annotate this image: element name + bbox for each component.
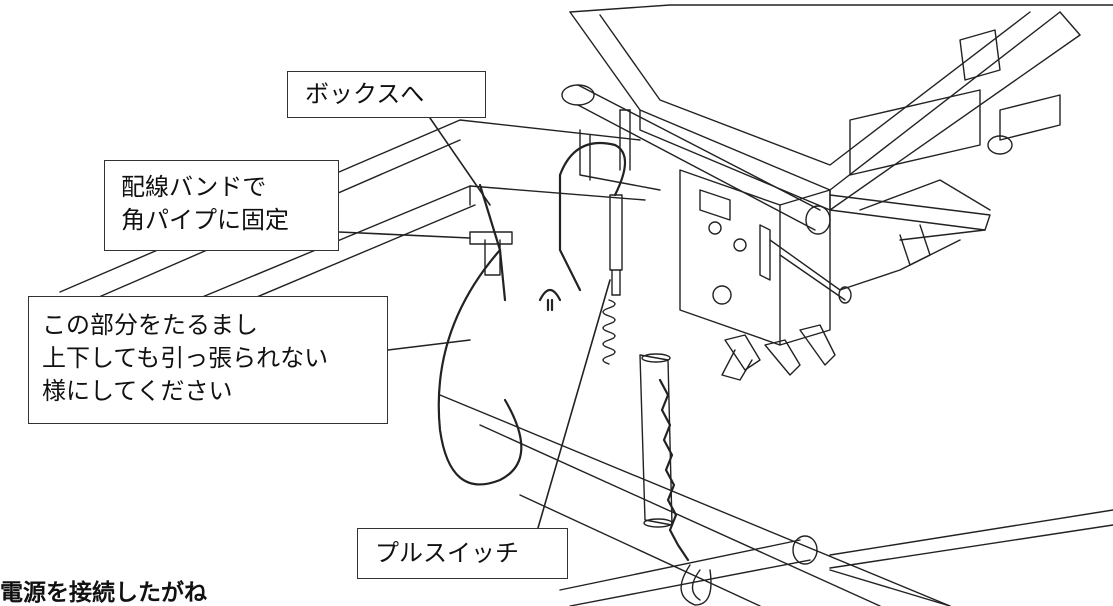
slack-instruction-label: この部分をたるまし 上下しても引っ張られない 様にしてください (28, 296, 388, 424)
slack-text-line2: 上下しても引っ張られない (42, 344, 329, 372)
side-arm (769, 179, 991, 304)
cable-band (469, 231, 513, 276)
cable-band-text-line1: 配線バンドで (121, 173, 267, 201)
cable-band-text-line2: 角パイプに固定 (121, 206, 289, 234)
lower-frame-rails (439, 394, 1113, 606)
spinner-unit (679, 169, 831, 346)
upper-tube (561, 84, 831, 235)
cable-band-label: 配線バンドで 角パイプに固定 (104, 160, 339, 251)
cable (437, 141, 627, 486)
chain (658, 378, 690, 562)
pull-switch-label: プルスイッチ (357, 528, 568, 579)
slack-text-line1: この部分をたるまし (42, 311, 258, 339)
to-box-label: ボックスへ (287, 71, 486, 118)
bottom-caption: 電源を接続したがね (0, 579, 207, 606)
chutes (721, 324, 836, 381)
hook-loop (680, 564, 712, 606)
to-box-text: ボックスへ (305, 80, 425, 108)
slack-text-line3: 様にしてください (42, 377, 233, 405)
leader-lines (338, 117, 611, 529)
support-bracket (579, 109, 661, 191)
pull-switch-text: プルスイッチ (375, 539, 519, 567)
round-bar (559, 535, 818, 606)
hopper (569, 4, 1113, 211)
